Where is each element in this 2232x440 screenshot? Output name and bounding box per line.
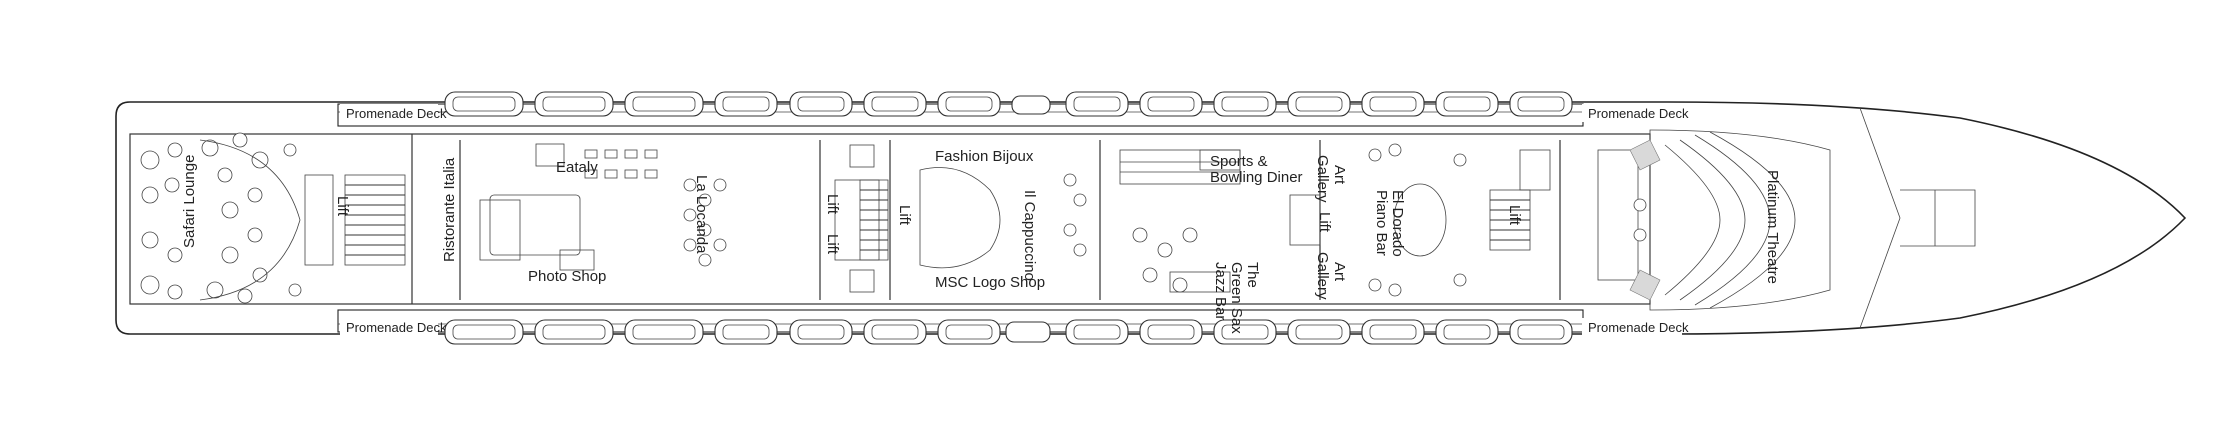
sports-bowling-label-line1: Sports & [1210, 153, 1268, 170]
lift-label-mid-1: Lift [824, 194, 841, 215]
ristorante-italia-label: Ristorante Italia [441, 157, 458, 262]
green-sax-label-line3: Jazz Bar [1212, 262, 1229, 320]
platinum-theatre-label: Platinum Theatre [1764, 170, 1781, 284]
art-gallery-bottom-label-line2: Gallery [1314, 252, 1331, 300]
piano-bar-seating [1368, 143, 1467, 297]
lifeboats-top [444, 91, 1573, 117]
photo-shop-label: Photo Shop [528, 268, 606, 285]
la-locanda-seating [683, 178, 727, 267]
lifeboats-bottom [444, 319, 1573, 345]
promenade-deck-label-top-left: Promenade Deck [346, 106, 447, 121]
msc-logo-shop-label: MSC Logo Shop [935, 274, 1045, 291]
fashion-bijoux-label: Fashion Bijoux [935, 148, 1034, 165]
lift-lobby-mid [834, 179, 889, 261]
platinum-theatre [1629, 129, 1831, 311]
eataly-label: Eataly [556, 159, 598, 176]
lift-label-aft: Lift [334, 196, 351, 217]
promenade-deck-label-top-right: Promenade Deck [1588, 106, 1689, 121]
safari-lounge-label: Safari Lounge [181, 155, 198, 248]
lift-label-mid-2: Lift [824, 234, 841, 255]
promenade-deck-label-bottom-right: Promenade Deck [1588, 320, 1689, 335]
lift-label-forward-2: Lift [1506, 205, 1523, 226]
lift-lobby-forward [1289, 189, 1531, 251]
sports-bowling-label-line2: Bowling Diner [1210, 169, 1303, 186]
safari-lounge-seating [140, 132, 302, 304]
el-dorado-label-line1: El Dorado [1389, 190, 1406, 257]
il-cappuccino-label: Il Cappuccino [1021, 190, 1038, 281]
bowling-lanes [1119, 149, 1241, 293]
lift-label-mid-3: Lift [896, 205, 913, 226]
ship-hull [115, 101, 2187, 335]
art-gallery-top-label-line1: Art [1331, 165, 1348, 185]
interior-walls [129, 133, 1651, 305]
green-sax-label-line2: Green Sax [1228, 262, 1245, 334]
art-gallery-bottom-label-line1: Art [1331, 262, 1348, 282]
el-dorado-label-line2: Piano Bar [1373, 190, 1390, 256]
art-gallery-top-label-line2: Gallery [1314, 155, 1331, 203]
la-locanda-label: La Locanda [693, 175, 710, 254]
promenade-deck-label-bottom-left: Promenade Deck [346, 320, 447, 335]
lift-label-forward-1: Lift [1316, 212, 1333, 233]
il-cappuccino-area [919, 167, 1087, 269]
eataly-seating [489, 149, 658, 256]
green-sax-label-line1: The [1244, 262, 1261, 288]
lift-lobby-aft [304, 174, 406, 266]
